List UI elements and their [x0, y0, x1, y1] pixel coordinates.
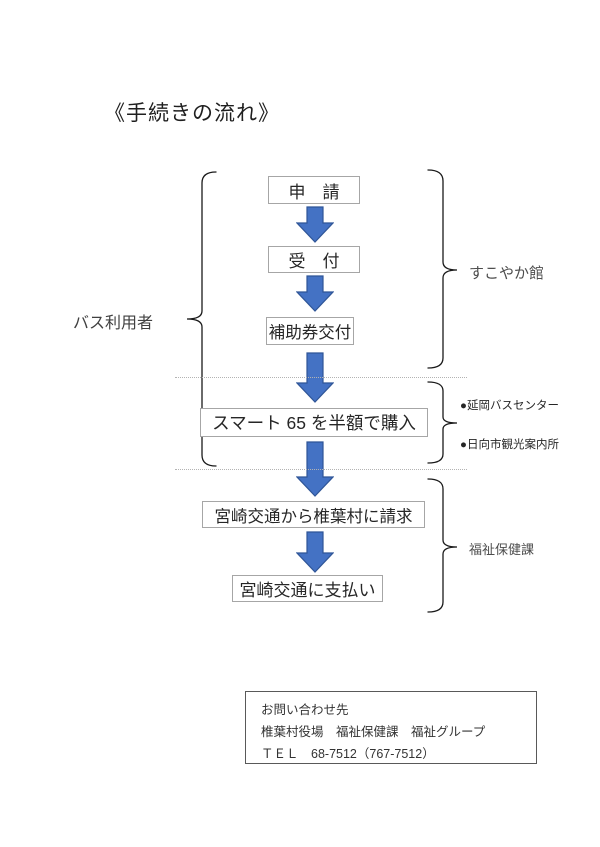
down-arrow-icon — [296, 206, 334, 243]
group-label-sukoyakakan: すこやか館 — [469, 265, 545, 282]
left-curly-brace — [186, 171, 217, 467]
flow-box-application: 申 請 — [268, 176, 360, 204]
group-label-bus-users: バス利用者 — [73, 315, 154, 332]
right-curly-brace-top — [427, 169, 458, 369]
right-curly-brace-bottom — [427, 478, 458, 613]
group-label-hyuga-tourist-info: ●日向市観光案内所 — [460, 439, 559, 451]
flow-box-half-price-purchase: スマート 65 を半額で購入 — [200, 408, 428, 437]
down-arrow-icon — [296, 275, 334, 312]
contact-tel: ＴＥＬ 68-7512（767-7512） — [261, 747, 435, 761]
flow-box-reception: 受 付 — [268, 246, 360, 273]
flow-box-payment: 宮崎交通に支払い — [232, 575, 383, 602]
contact-box: お問い合わせ先 椎葉村役場 福祉保健課 福祉グループ ＴＥＬ 68-7512（7… — [245, 691, 537, 764]
contact-organization: 椎葉村役場 福祉保健課 福祉グループ — [261, 725, 486, 739]
flow-box-billing: 宮崎交通から椎葉村に請求 — [202, 501, 425, 528]
right-curly-brace-middle — [427, 381, 458, 464]
page-title: 《手続きの流れ》 — [104, 102, 280, 125]
section-divider — [175, 469, 467, 470]
section-divider — [175, 377, 467, 378]
group-label-welfare-health-division: 福祉保健課 — [469, 542, 535, 557]
group-label-nobeoka-bus-center: ●延岡バスセンター — [460, 400, 559, 412]
flow-box-voucher-issue: 補助券交付 — [266, 317, 354, 345]
down-arrow-icon — [296, 531, 334, 573]
contact-heading: お問い合わせ先 — [261, 703, 349, 717]
